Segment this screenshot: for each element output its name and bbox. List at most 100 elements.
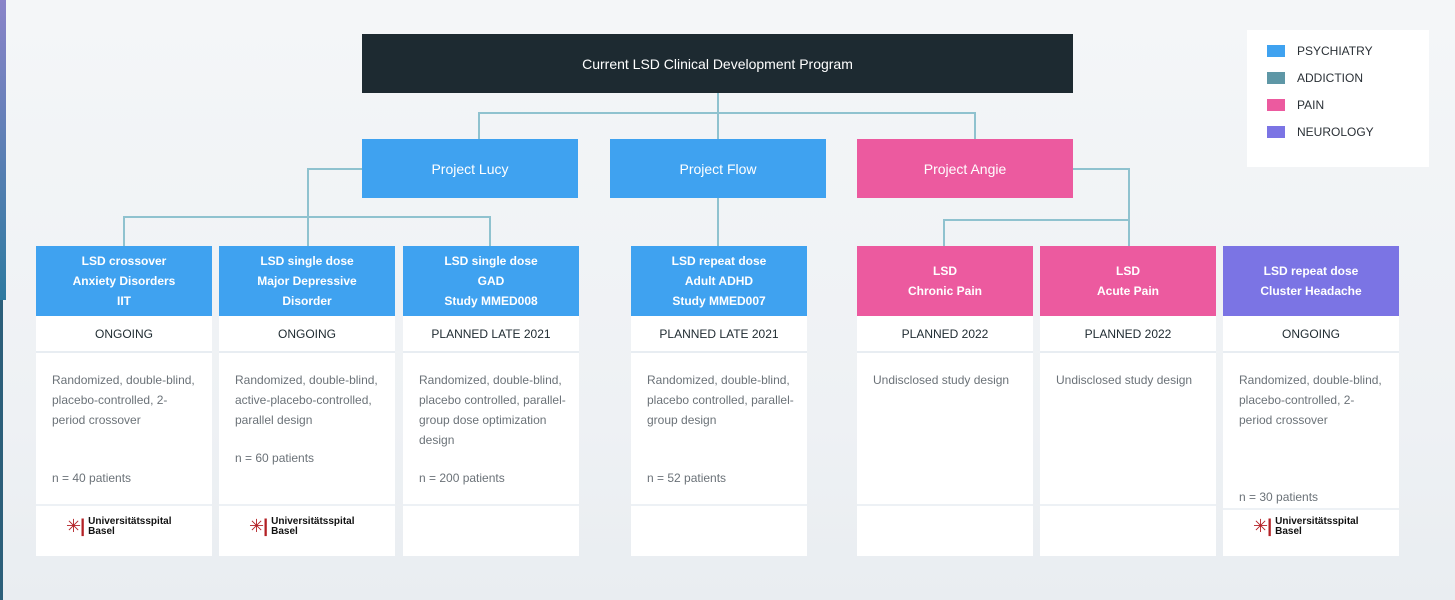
study-header: LSD Acute Pain (1040, 246, 1216, 316)
study-header-line: LSD (1116, 264, 1140, 278)
study-header: LSD single dose GAD Study MMED008 (403, 246, 579, 316)
study-patients: n = 60 patients (235, 451, 315, 465)
study-header-line: Cluster Headache (1260, 284, 1362, 298)
connector (307, 216, 309, 246)
legend-item-pain: PAIN (1267, 98, 1324, 112)
study-header-line: Chronic Pain (907, 284, 982, 298)
connector (943, 219, 945, 246)
study-design: Randomized, double-blind, placebo-contro… (1239, 373, 1382, 427)
usb-logo-mark-icon: ✳| (66, 516, 85, 536)
study-design: Randomized, double-blind, placebo contro… (647, 373, 794, 427)
divider (857, 504, 1033, 506)
study-status: ONGOING (36, 316, 212, 353)
study-card-gad: LSD single dose GAD Study MMED008 PLANNE… (403, 246, 579, 556)
legend-label: PAIN (1297, 98, 1325, 112)
divider (1040, 504, 1216, 506)
study-header-line: Study MMED007 (672, 294, 766, 308)
project-flow: Project Flow (610, 139, 826, 198)
study-header-line: LSD crossover (81, 254, 167, 268)
connector (478, 112, 480, 139)
legend: PSYCHIATRY ADDICTION PAIN NEUROLOGY (1247, 30, 1429, 167)
study-card-chronic-pain: LSD Chronic Pain PLANNED 2022 Undisclose… (857, 246, 1033, 556)
study-header-line: LSD repeat dose (671, 254, 767, 268)
divider (1223, 508, 1399, 510)
study-status: PLANNED LATE 2021 (631, 316, 807, 353)
study-design: Undisclosed study design (873, 373, 1010, 387)
study-header: LSD repeat dose Cluster Headache (1223, 246, 1399, 316)
study-design: Randomized, double-blind, placebo-contro… (52, 373, 195, 427)
usb-logo-mark-icon: ✳| (249, 516, 268, 536)
study-header-line: Acute Pain (1096, 284, 1159, 298)
study-status: PLANNED 2022 (1040, 316, 1216, 353)
study-design: Undisclosed study design (1056, 373, 1193, 387)
left-edge-accent-lower (0, 300, 3, 600)
study-header-line: Adult ADHD (684, 274, 754, 288)
program-title: Current LSD Clinical Development Program (362, 34, 1073, 93)
connector (478, 112, 976, 114)
connector (717, 112, 719, 139)
study-header-line: LSD (933, 264, 957, 278)
connector (489, 216, 491, 246)
study-patients: n = 40 patients (52, 471, 132, 485)
connector (123, 216, 125, 246)
study-patients: n = 200 patients (419, 471, 505, 485)
study-header: LSD single dose Major Depressive Disorde… (219, 246, 395, 316)
study-patients: n = 30 patients (1239, 490, 1319, 504)
study-header-line: Anxiety Disorders (72, 274, 176, 288)
legend-label: PSYCHIATRY (1297, 44, 1373, 58)
divider (219, 504, 395, 506)
study-header-line: Disorder (282, 294, 332, 308)
legend-item-psychiatry: PSYCHIATRY (1267, 44, 1373, 58)
divider (631, 504, 807, 506)
study-header-line: Major Depressive (257, 274, 357, 288)
connector (943, 219, 1130, 221)
legend-label: NEUROLOGY (1297, 125, 1374, 139)
connector (1073, 168, 1130, 170)
connector (717, 93, 719, 113)
legend-item-addiction: ADDICTION (1267, 71, 1363, 85)
study-patients: n = 52 patients (647, 471, 727, 485)
study-header: LSD repeat dose Adult ADHD Study MMED007 (631, 246, 807, 316)
study-status: PLANNED 2022 (857, 316, 1033, 353)
study-status: ONGOING (219, 316, 395, 353)
legend-swatch (1267, 126, 1285, 138)
legend-swatch (1267, 99, 1285, 111)
study-header-line: LSD single dose (260, 254, 354, 268)
study-status: ONGOING (1223, 316, 1399, 353)
project-lucy: Project Lucy (362, 139, 578, 198)
connector (974, 112, 976, 139)
study-card-adhd: LSD repeat dose Adult ADHD Study MMED007… (631, 246, 807, 556)
connector (717, 198, 719, 246)
usb-logo-mark-icon: ✳| (1253, 516, 1272, 536)
study-card-mdd: LSD single dose Major Depressive Disorde… (219, 246, 395, 556)
legend-swatch (1267, 72, 1285, 84)
project-angie: Project Angie (857, 139, 1073, 198)
study-card-acute-pain: LSD Acute Pain PLANNED 2022 Undisclosed … (1040, 246, 1216, 556)
left-edge-accent (0, 0, 6, 300)
study-design: Randomized, double-blind, active-placebo… (235, 373, 378, 427)
study-header-line: LSD repeat dose (1263, 264, 1359, 278)
connector (1128, 168, 1130, 246)
study-header-line: GAD (477, 274, 505, 288)
connector (307, 168, 363, 170)
divider (36, 504, 212, 506)
legend-swatch (1267, 45, 1285, 57)
connector (307, 168, 309, 218)
divider (403, 504, 579, 506)
study-header-line: LSD single dose (444, 254, 538, 268)
study-header-line: IIT (117, 294, 131, 308)
study-header-line: Study MMED008 (444, 294, 538, 308)
study-status: PLANNED LATE 2021 (403, 316, 579, 353)
study-design: Randomized, double-blind, placebo contro… (419, 373, 566, 447)
legend-label: ADDICTION (1297, 71, 1363, 85)
study-header: LSD Chronic Pain (857, 246, 1033, 316)
legend-item-neurology: NEUROLOGY (1267, 125, 1374, 139)
study-card-cluster-headache: LSD repeat dose Cluster Headache ONGOING… (1223, 246, 1399, 556)
study-card-anxiety: LSD crossover Anxiety Disorders IIT ONGO… (36, 246, 212, 556)
